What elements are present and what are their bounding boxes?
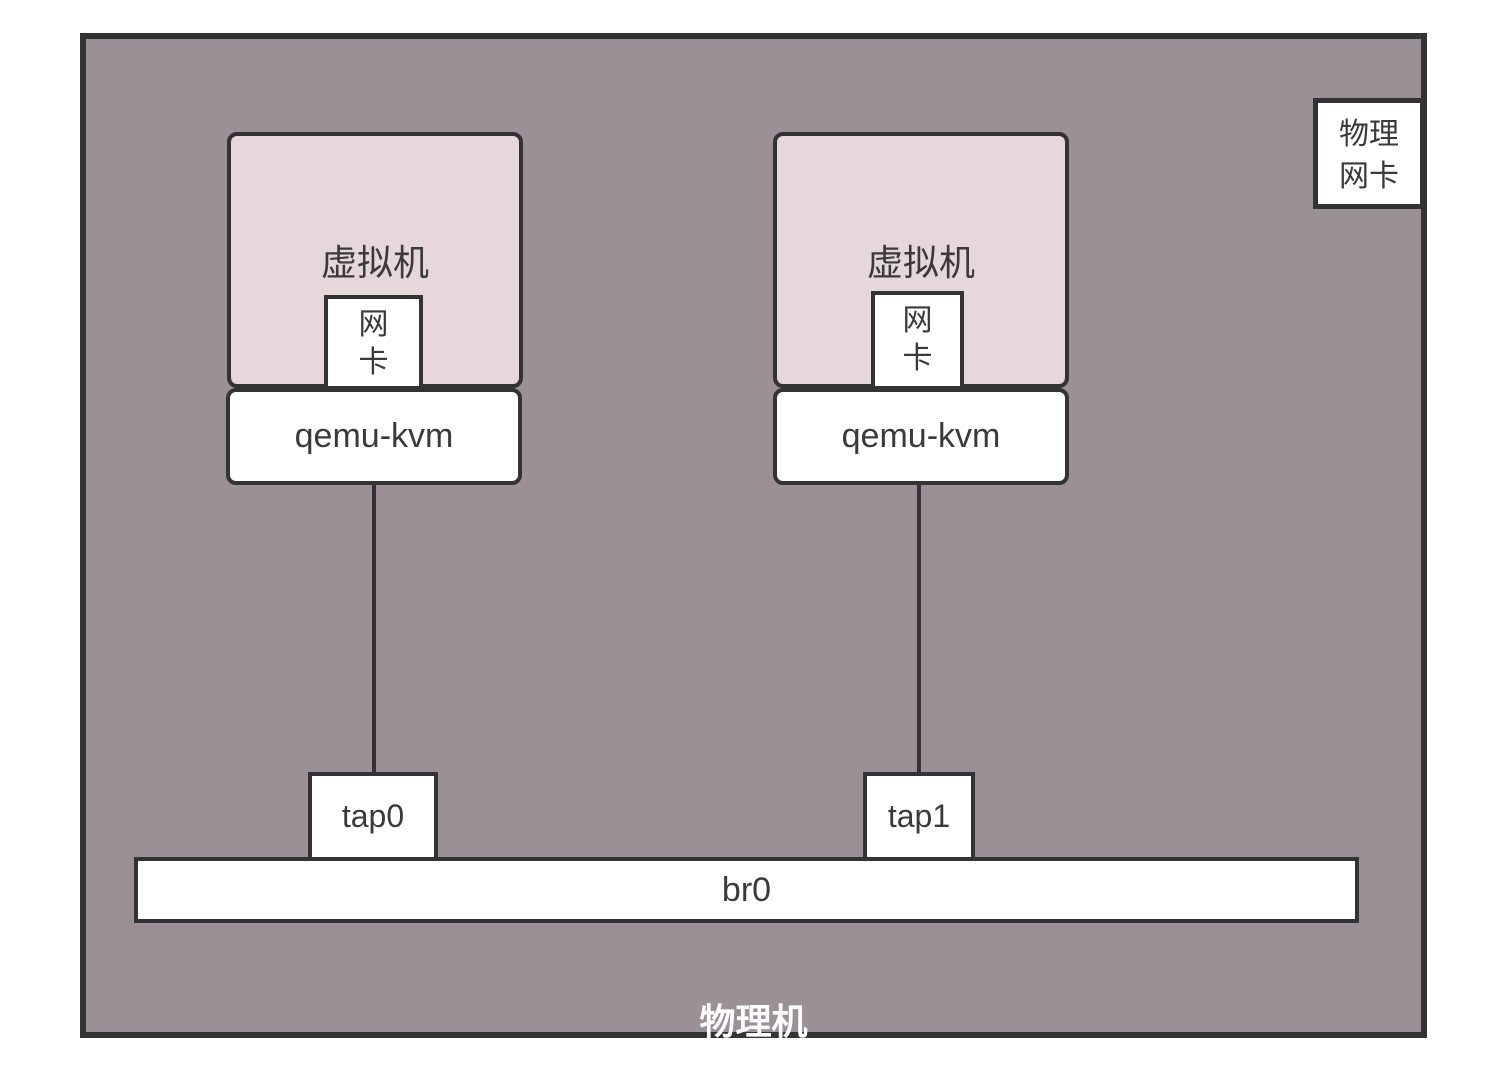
- physical-nic-label-line2: 网卡: [1339, 160, 1399, 193]
- tap0-box: tap0: [308, 772, 438, 861]
- bridge-br0-label: br0: [721, 870, 772, 909]
- host-machine-label: 物理机: [699, 1001, 808, 1042]
- vm1-qemu-kvm-box: qemu-kvm: [226, 388, 522, 485]
- vm1-nic-label-line1: 网: [358, 308, 389, 341]
- vm2-nic-label-line1: 网: [902, 304, 933, 337]
- vm2-nic-box: 网 卡: [871, 291, 964, 390]
- tap1-label: tap1: [887, 798, 951, 834]
- vm2-qemu-kvm-box: qemu-kvm: [773, 388, 1069, 485]
- bridge-br0-bar: br0: [134, 857, 1359, 923]
- tap1-box: tap1: [863, 772, 975, 861]
- vm2-nic-label-line2: 卡: [902, 342, 933, 375]
- vm1-nic-box: 网 卡: [324, 295, 423, 390]
- vm1-qemu-kvm-label: qemu-kvm: [294, 417, 454, 455]
- vm1-tap-connector-line: [372, 485, 376, 777]
- vm2-label: 虚拟机: [866, 242, 975, 283]
- vm2-qemu-kvm-label: qemu-kvm: [841, 417, 1001, 455]
- physical-nic-box: 物理 网卡: [1313, 98, 1425, 209]
- vm1-label: 虚拟机: [320, 242, 429, 283]
- physical-nic-label-line1: 物理: [1339, 118, 1399, 151]
- tap0-label: tap0: [341, 798, 405, 834]
- vm2-tap-connector-line: [917, 485, 921, 777]
- vm1-nic-label-line2: 卡: [358, 346, 389, 379]
